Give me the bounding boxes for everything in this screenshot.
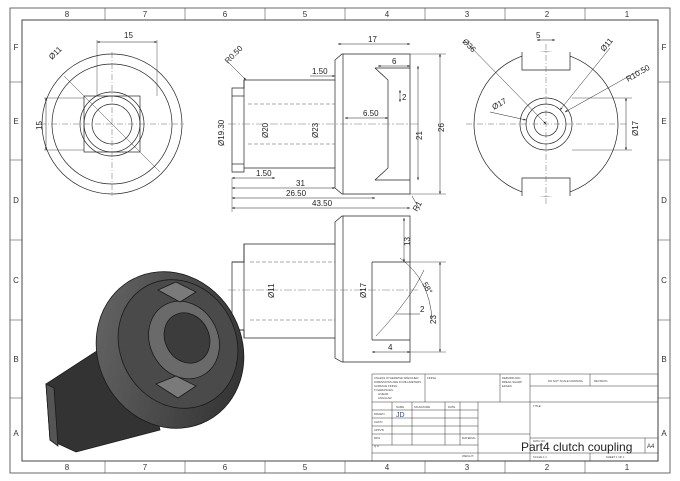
col-label: 2 [545,463,550,472]
dim-diameter-17-left: Ø17 [491,96,509,112]
row-label: C [661,276,667,285]
tb-note: DIMENSIONS ARE IN MILLIMETERS [374,380,421,384]
dim-radius-10-50: R10.50 [625,63,652,84]
dim-section-angle: 58° [420,281,434,296]
tb-row-checked: CHK'D [374,420,382,424]
drawing-title: Part4 clutch coupling [521,440,632,454]
tb-note: LINEAR: [378,392,389,396]
dim-diameter-11-right: Ø11 [599,36,616,53]
tb-finish: FINISH [427,376,436,380]
tb-note: SURFACE FINISH: [374,384,398,388]
dim-width-15: 15 [124,31,133,40]
row-label: F [14,43,19,52]
col-label: 1 [625,10,630,19]
dim-6: 6 [392,57,397,66]
col-label: 5 [303,463,308,472]
tb-row-drawn: DRAWN [374,412,384,416]
col-label: 5 [303,10,308,19]
tb-material: MATERIAL: [462,436,477,440]
tb-signature-header: SIGNATURE [414,405,430,409]
isometric-render [45,271,245,453]
col-label: 4 [385,463,390,472]
dim-1-50-bottom: 1.50 [256,169,272,178]
col-label: 7 [143,10,148,19]
tb-weight: WEIGHT: [462,454,474,458]
dim-section-diameter-11: Ø11 [267,283,276,298]
tb-revision: REVISION [594,379,607,383]
tb-drawn-name: JD [396,412,405,419]
dim-diameter-20: Ø20 [261,122,270,138]
dim-17: 17 [368,35,377,44]
tb-deburr: EDGES [502,384,512,388]
dim-section-diameter-17: Ø17 [359,282,368,298]
dim-43-50: 43.50 [312,199,333,208]
title-block [371,373,659,462]
dim-21: 21 [415,131,424,140]
row-label: B [661,355,666,364]
tb-note: TOLERANCES: [374,388,394,392]
tb-date-header: DATE [448,405,455,409]
tb-do-not-scale: DO NOT SCALE DRAWING [548,379,583,383]
tb-deburr: DEBURR AND [502,376,520,380]
dim-26: 26 [437,123,446,132]
tb-title-label: TITLE: [533,404,542,408]
dim-diameter-23: Ø23 [311,122,320,138]
right-view [463,39,641,204]
dim-31: 31 [296,179,305,188]
row-label: F [662,43,667,52]
side-view [227,43,446,212]
row-label: C [13,276,19,285]
dim-2: 2 [402,93,407,102]
col-label: 8 [65,463,70,472]
row-label: D [661,196,667,205]
row-label: A [13,429,19,438]
tb-dwg-no: DWG NO. [533,439,546,443]
col-label: 3 [465,10,470,19]
row-label: D [13,196,19,205]
row-label: A [661,429,667,438]
tb-scale: SCALE:1:1 [533,455,547,459]
dim-section-13: 13 [403,237,412,246]
front-view-left [40,40,184,196]
tb-row-approved: APPV'D [374,428,384,432]
tb-size: A4 [647,444,655,450]
col-label: 4 [385,10,390,19]
tb-note: ANGULAR: [378,396,393,400]
dim-section-4: 4 [388,343,393,352]
dim-diameter-19-30: Ø19.30 [217,119,226,146]
dim-diameter-17-right: Ø17 [631,120,640,136]
col-label: 8 [65,10,70,19]
dim-section-2: 2 [420,305,425,314]
col-label: 3 [465,463,470,472]
col-label: 2 [545,10,550,19]
tb-row-mfg: MFG [374,436,380,440]
row-label: B [13,355,18,364]
col-label: 6 [223,10,228,19]
tb-name-header: NAME [396,405,404,409]
tb-sheet: SHEET 1 OF 1 [606,455,625,459]
dim-26-50: 26.50 [286,189,307,198]
sheet-border: 8 7 6 5 4 3 2 1 8 7 6 5 4 3 2 1 F E D C … [9,7,671,474]
dim-radius-0-50: R0.50 [223,44,245,66]
col-label: 1 [625,463,630,472]
tb-deburr: BREAK SHARP [502,380,522,384]
dim-6-50: 6.50 [363,109,379,118]
dim-diameter-11: Ø11 [47,44,64,61]
row-label: E [661,117,666,126]
row-label: E [13,117,18,126]
section-view [228,215,446,363]
dim-1-50-top: 1.50 [312,67,328,76]
tb-note: UNLESS OTHERWISE SPECIFIED: [374,376,419,380]
dim-height-15: 15 [35,121,44,130]
col-label: 7 [143,463,148,472]
dim-radius-1: R1 [411,199,424,213]
tb-row-qa: Q.A [374,444,379,448]
col-label: 6 [223,463,228,472]
dim-5: 5 [536,31,541,40]
dim-section-23: 23 [429,315,438,324]
